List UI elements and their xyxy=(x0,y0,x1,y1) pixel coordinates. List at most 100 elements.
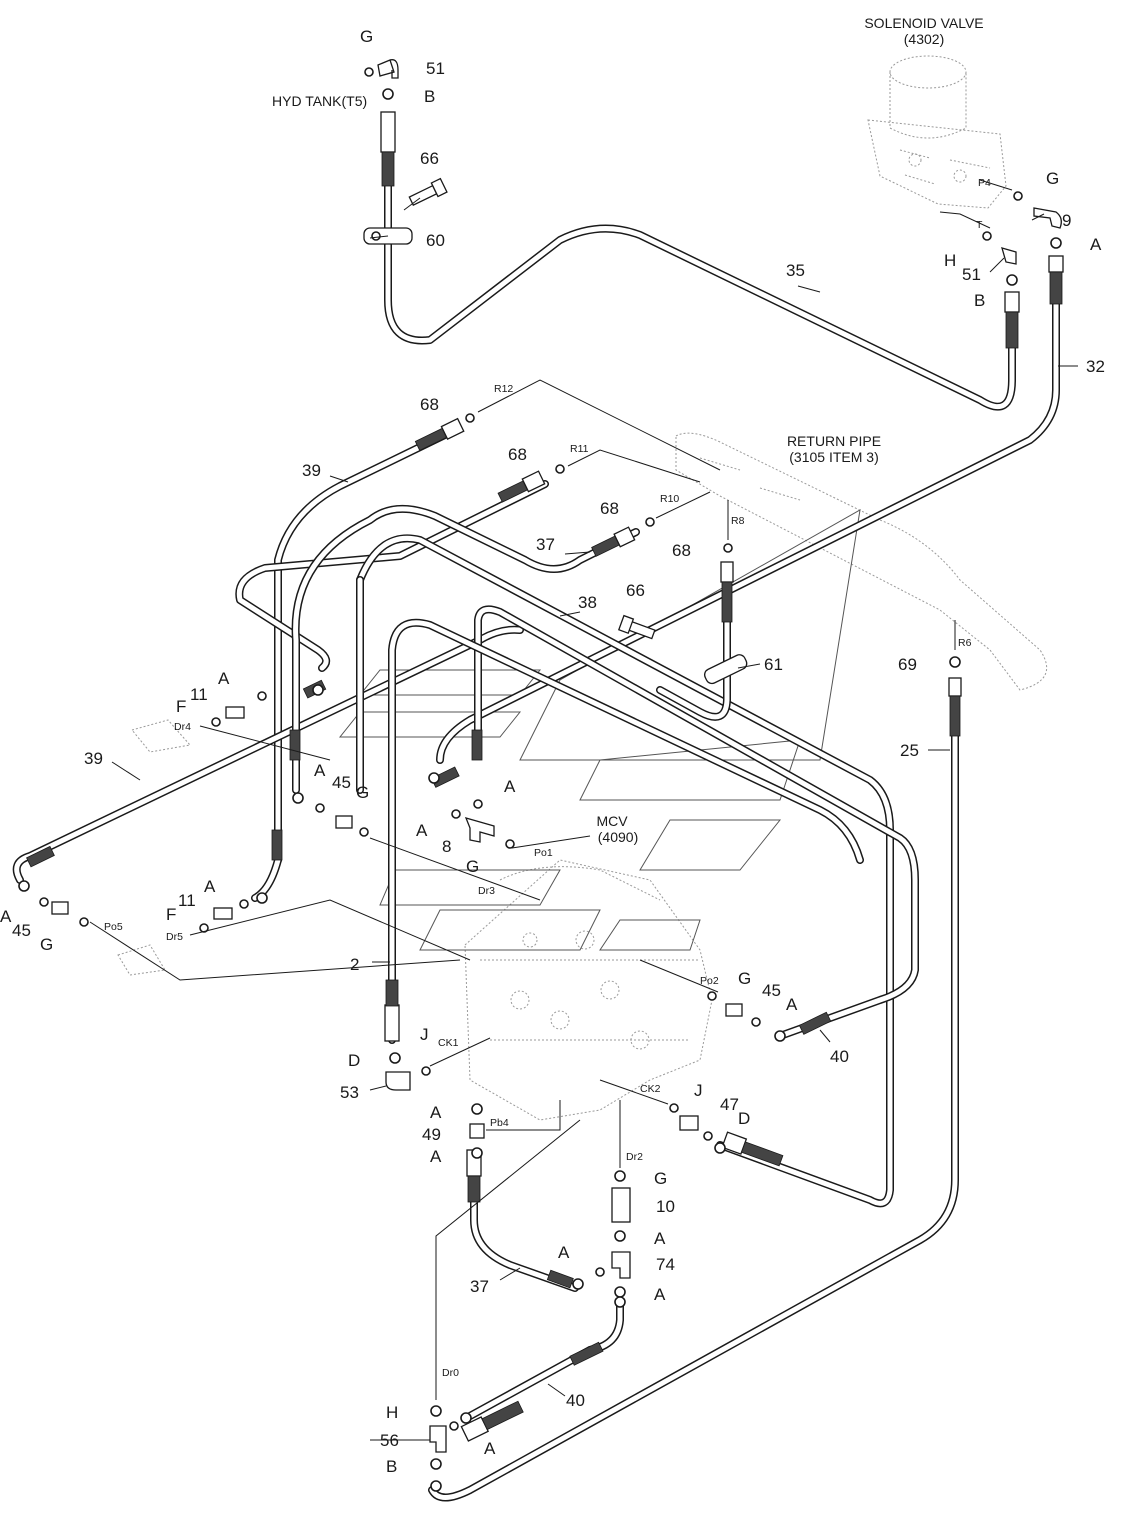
port-label: CK2 xyxy=(640,1083,661,1095)
bolt-66-lower xyxy=(617,614,656,640)
part-number: 53 xyxy=(340,1083,359,1102)
port-label: R12 xyxy=(494,383,513,395)
port-label: R10 xyxy=(660,493,679,505)
return-pipe-ref: (3105 ITEM 3) xyxy=(789,449,878,465)
part-number: 74 xyxy=(656,1255,675,1274)
part-number: 32 xyxy=(1086,357,1105,376)
part-number: 40 xyxy=(830,1047,849,1066)
hose-25 xyxy=(428,681,959,1502)
letter-callout: A xyxy=(416,821,428,840)
letter-callout: B xyxy=(386,1457,397,1476)
part-number: 51 xyxy=(962,265,981,284)
port-label: T xyxy=(976,219,983,231)
part-number: 11 xyxy=(190,685,208,704)
part-number: 10 xyxy=(656,1197,675,1216)
tee-74 xyxy=(611,1251,631,1279)
letter-callout: J xyxy=(420,1025,429,1044)
part-number: 68 xyxy=(672,541,691,560)
hose-39-lower xyxy=(12,625,524,884)
adapter-45-right xyxy=(725,1003,743,1017)
letter-callout: H xyxy=(386,1403,398,1422)
hose-37-lower xyxy=(470,1156,579,1292)
part-number: 37 xyxy=(470,1277,489,1296)
letter-callout: A xyxy=(430,1147,442,1166)
clamp-61 xyxy=(703,654,748,685)
part-number: 37 xyxy=(536,535,555,554)
return-pipe-label: RETURN PIPE xyxy=(787,433,881,449)
port-label: Po1 xyxy=(534,847,553,859)
letter-callout: A xyxy=(786,995,798,1014)
port-label: Dr4 xyxy=(174,721,191,733)
letter-callout: G xyxy=(738,969,751,988)
hose-35 xyxy=(384,116,1016,411)
letter-callout: A xyxy=(218,669,230,688)
letter-callout: A xyxy=(654,1229,666,1248)
adapter-11-lower xyxy=(213,907,233,920)
letter-callout: D xyxy=(348,1051,360,1070)
port-label: Po2 xyxy=(700,975,719,987)
letter-callout: B xyxy=(974,291,985,310)
part-number: 45 xyxy=(332,773,351,792)
mcv-label: MCV xyxy=(596,813,628,829)
port-label: R6 xyxy=(958,637,972,649)
adapter-49 xyxy=(469,1123,485,1139)
letter-callout: G xyxy=(40,935,53,954)
check-valve-10 xyxy=(611,1187,631,1223)
part-number: 45 xyxy=(762,981,781,1000)
port-label: R11 xyxy=(570,443,589,455)
hose-2 xyxy=(388,618,864,1044)
port-label: CK1 xyxy=(438,1037,459,1049)
bolt-66-upper xyxy=(408,177,448,207)
letter-callout: B xyxy=(424,87,435,106)
part-number: 39 xyxy=(302,461,321,480)
part-number: 68 xyxy=(420,395,439,414)
part-number: 9 xyxy=(1062,211,1071,230)
part-number: 66 xyxy=(420,149,439,168)
part-number: 11 xyxy=(178,891,196,910)
part-number: 56 xyxy=(380,1431,399,1450)
solenoid-valve-ref: (4302) xyxy=(904,31,944,47)
port-label: Dr2 xyxy=(626,1151,643,1163)
letter-callout: A xyxy=(654,1285,666,1304)
elbow-51-right xyxy=(1001,247,1017,265)
part-number: 47 xyxy=(720,1095,739,1114)
elbow-53 xyxy=(385,1071,411,1091)
part-number: 51 xyxy=(426,59,445,78)
solenoid-valve-body xyxy=(867,55,1007,209)
letter-callout: G xyxy=(1046,169,1059,188)
part-number: 68 xyxy=(600,499,619,518)
part-number: 49 xyxy=(422,1125,441,1144)
hose-crimps xyxy=(26,111,1064,1442)
letter-callout: H xyxy=(944,251,956,270)
letter-callout: G xyxy=(466,857,479,876)
letter-callout: A xyxy=(504,777,516,796)
port-label: Pb4 xyxy=(490,1117,509,1129)
letter-callout: D xyxy=(738,1109,750,1128)
port-label: P4 xyxy=(978,177,991,189)
mcv-ref: (4090) xyxy=(598,829,638,845)
adapter-45-left xyxy=(51,901,69,915)
hose-r11 xyxy=(235,480,549,672)
part-number: 8 xyxy=(442,837,451,856)
letter-callout: A xyxy=(484,1439,496,1458)
part-number: 2 xyxy=(350,955,359,974)
adapter-45-upper xyxy=(335,815,353,829)
part-number: 39 xyxy=(84,749,103,768)
letter-callout: F xyxy=(166,905,176,924)
letter-callout: G xyxy=(360,27,373,46)
port-label: Dr3 xyxy=(478,885,495,897)
letter-callout: A xyxy=(430,1103,442,1122)
hose-r8 xyxy=(656,566,731,721)
letter-callout: G xyxy=(356,783,369,802)
letter-callout: G xyxy=(654,1169,667,1188)
adapter-11-upper xyxy=(225,706,245,719)
port-label: R8 xyxy=(731,515,745,527)
tee-8 xyxy=(464,817,495,843)
hose-32 xyxy=(436,258,1060,764)
letter-callout: A xyxy=(0,907,12,926)
mcv-valve-body xyxy=(464,859,713,1121)
part-number: 25 xyxy=(900,741,919,760)
hose-37-upper xyxy=(291,504,640,794)
letter-callout: A xyxy=(558,1243,570,1262)
